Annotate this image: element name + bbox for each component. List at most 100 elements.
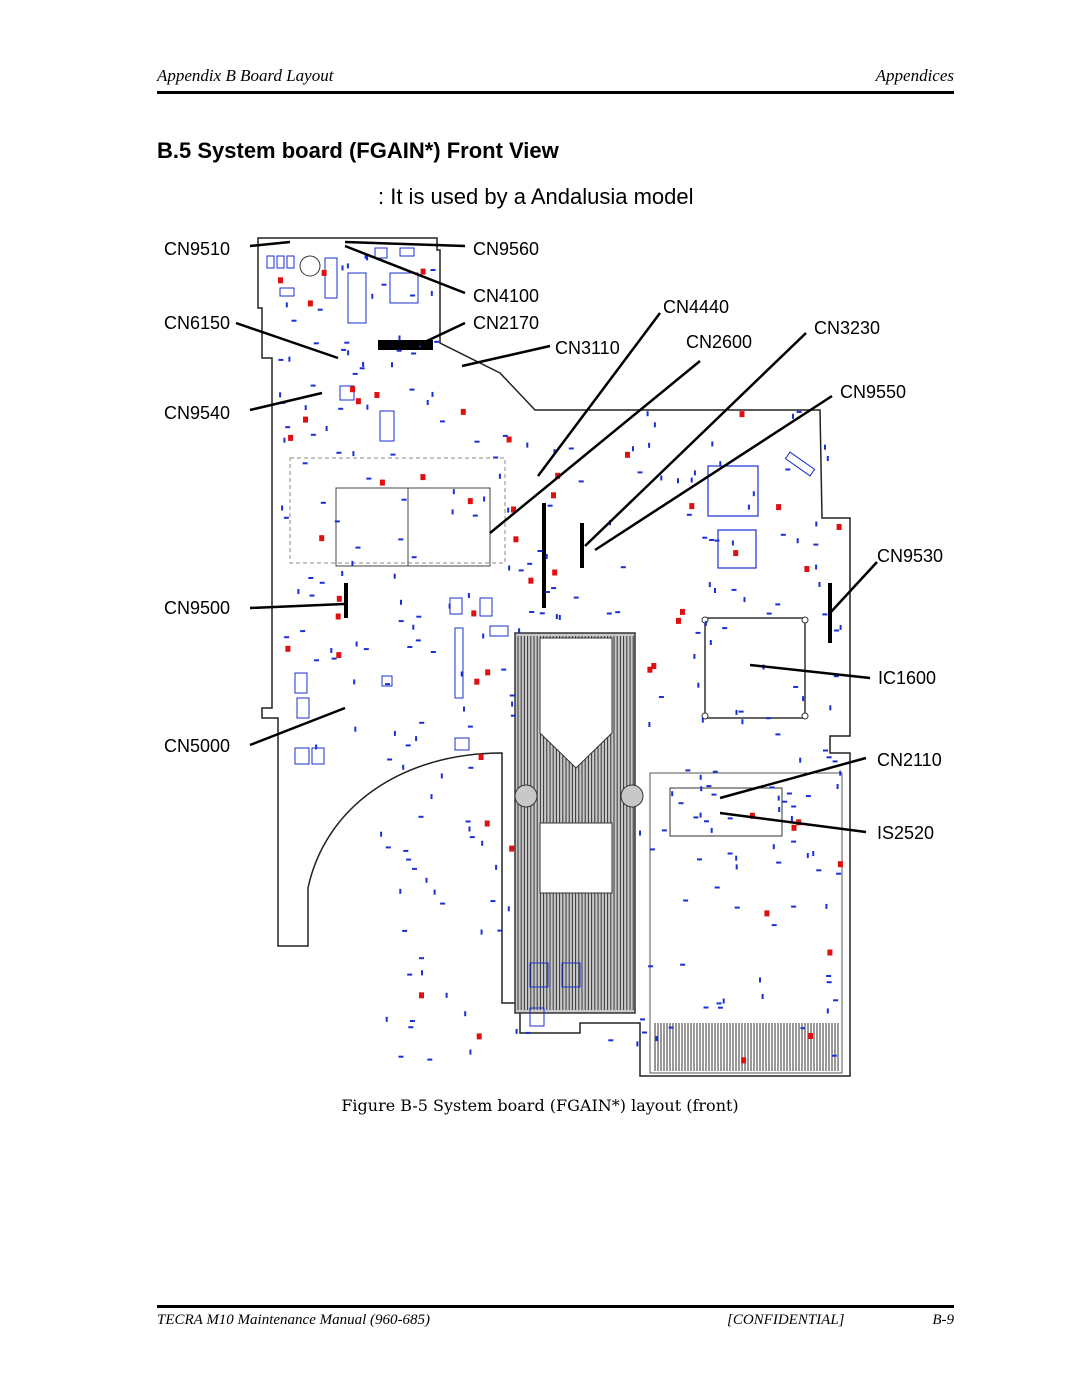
trace-mark	[823, 749, 828, 752]
trace-mark	[300, 630, 306, 633]
trace-mark	[545, 554, 548, 559]
footer-manual-title: TECRA M10 Maintenance Manual (960-685)	[157, 1312, 431, 1328]
label-cn2110: CN2110	[877, 750, 942, 770]
trace-mark	[716, 1002, 722, 1005]
cn2600-connector	[580, 523, 584, 568]
trace-mark	[709, 539, 715, 541]
trace-mark	[699, 812, 702, 818]
label-cn4440: CN4440	[663, 297, 729, 317]
red-marker	[467, 498, 473, 505]
trace-mark	[776, 861, 782, 864]
trace-mark	[308, 577, 314, 579]
trace-mark	[693, 653, 696, 659]
trace-mark	[568, 447, 574, 450]
trace-mark	[431, 391, 434, 397]
trace-mark	[427, 1058, 433, 1061]
trace-mark	[734, 906, 740, 909]
trace-mark	[806, 853, 809, 858]
trace-mark	[677, 478, 679, 484]
label-cn5000: CN5000	[164, 736, 230, 756]
trace-mark	[551, 587, 557, 590]
trace-mark	[419, 721, 425, 724]
red-marker	[776, 504, 782, 511]
trace-mark	[826, 456, 829, 461]
trace-mark	[338, 407, 344, 410]
trace-mark	[352, 451, 355, 457]
trace-mark	[526, 442, 529, 448]
chip-upper	[707, 465, 759, 517]
trace-mark	[685, 769, 691, 772]
trace-mark	[648, 722, 651, 727]
trace-mark	[495, 864, 498, 870]
trace-mark	[608, 1039, 614, 1042]
trace-mark	[385, 1016, 388, 1022]
label-cn2170: CN2170	[473, 313, 539, 333]
trace-mark	[509, 694, 515, 697]
red-marker	[336, 652, 342, 659]
red-marker	[471, 610, 477, 617]
memory-slot-right	[407, 487, 491, 567]
trace-mark	[802, 696, 805, 702]
trace-mark	[722, 627, 728, 630]
trace-mark	[714, 539, 720, 542]
red-marker	[355, 398, 361, 405]
trace-mark	[421, 970, 423, 976]
trace-mark	[285, 426, 291, 429]
trace-mark	[317, 308, 323, 311]
trace-mark	[426, 400, 429, 405]
trace-mark	[832, 760, 838, 763]
trace-mark	[731, 540, 734, 546]
trace-mark	[717, 1006, 723, 1009]
trace-mark	[743, 597, 746, 603]
trace-mark	[291, 319, 297, 322]
trace-mark	[826, 981, 832, 984]
trace-mark	[344, 341, 350, 344]
trace-mark	[578, 480, 584, 483]
red-marker	[733, 550, 739, 557]
trace-mark	[502, 434, 508, 437]
red-marker	[625, 451, 630, 458]
trace-mark	[785, 468, 791, 471]
trace-mark	[467, 593, 470, 598]
trace-mark	[451, 509, 454, 515]
trace-mark	[525, 1031, 531, 1034]
trace-mark	[815, 564, 818, 570]
trace-mark	[463, 706, 465, 712]
trace-mark	[697, 682, 700, 688]
lower-right-module	[649, 772, 843, 1074]
cn9540-part-2	[379, 410, 395, 442]
trace-mark	[727, 817, 733, 820]
trace-mark	[824, 444, 826, 450]
cn4440-connector	[542, 503, 546, 608]
trace-mark	[415, 736, 418, 742]
cn9500-connector	[344, 583, 348, 618]
red-marker	[321, 269, 327, 276]
red-marker	[476, 1033, 482, 1040]
trace-mark	[430, 269, 436, 271]
trace-mark	[792, 413, 794, 419]
trace-mark	[310, 433, 316, 436]
trace-mark	[483, 496, 486, 502]
trace-mark	[829, 705, 832, 711]
red-marker	[419, 992, 424, 999]
trace-mark	[834, 629, 840, 632]
trace-mark	[799, 757, 802, 763]
cn9550-connector	[784, 451, 816, 477]
trace-mark	[412, 867, 417, 870]
trace-mark	[390, 453, 396, 456]
label-cn9540: CN9540	[164, 403, 230, 423]
trace-mark	[738, 710, 744, 713]
trace-mark	[302, 462, 308, 465]
trace-mark	[831, 1054, 837, 1057]
red-marker	[555, 472, 561, 479]
trace-mark	[782, 800, 788, 803]
trace-mark	[408, 1026, 414, 1029]
trace-mark	[771, 924, 777, 927]
trace-mark	[813, 543, 819, 546]
trace-mark	[765, 717, 771, 720]
red-marker	[808, 1033, 813, 1039]
trace-mark	[719, 461, 722, 467]
trace-mark	[283, 437, 286, 443]
trace-mark	[468, 766, 474, 769]
trace-mark	[778, 807, 781, 812]
